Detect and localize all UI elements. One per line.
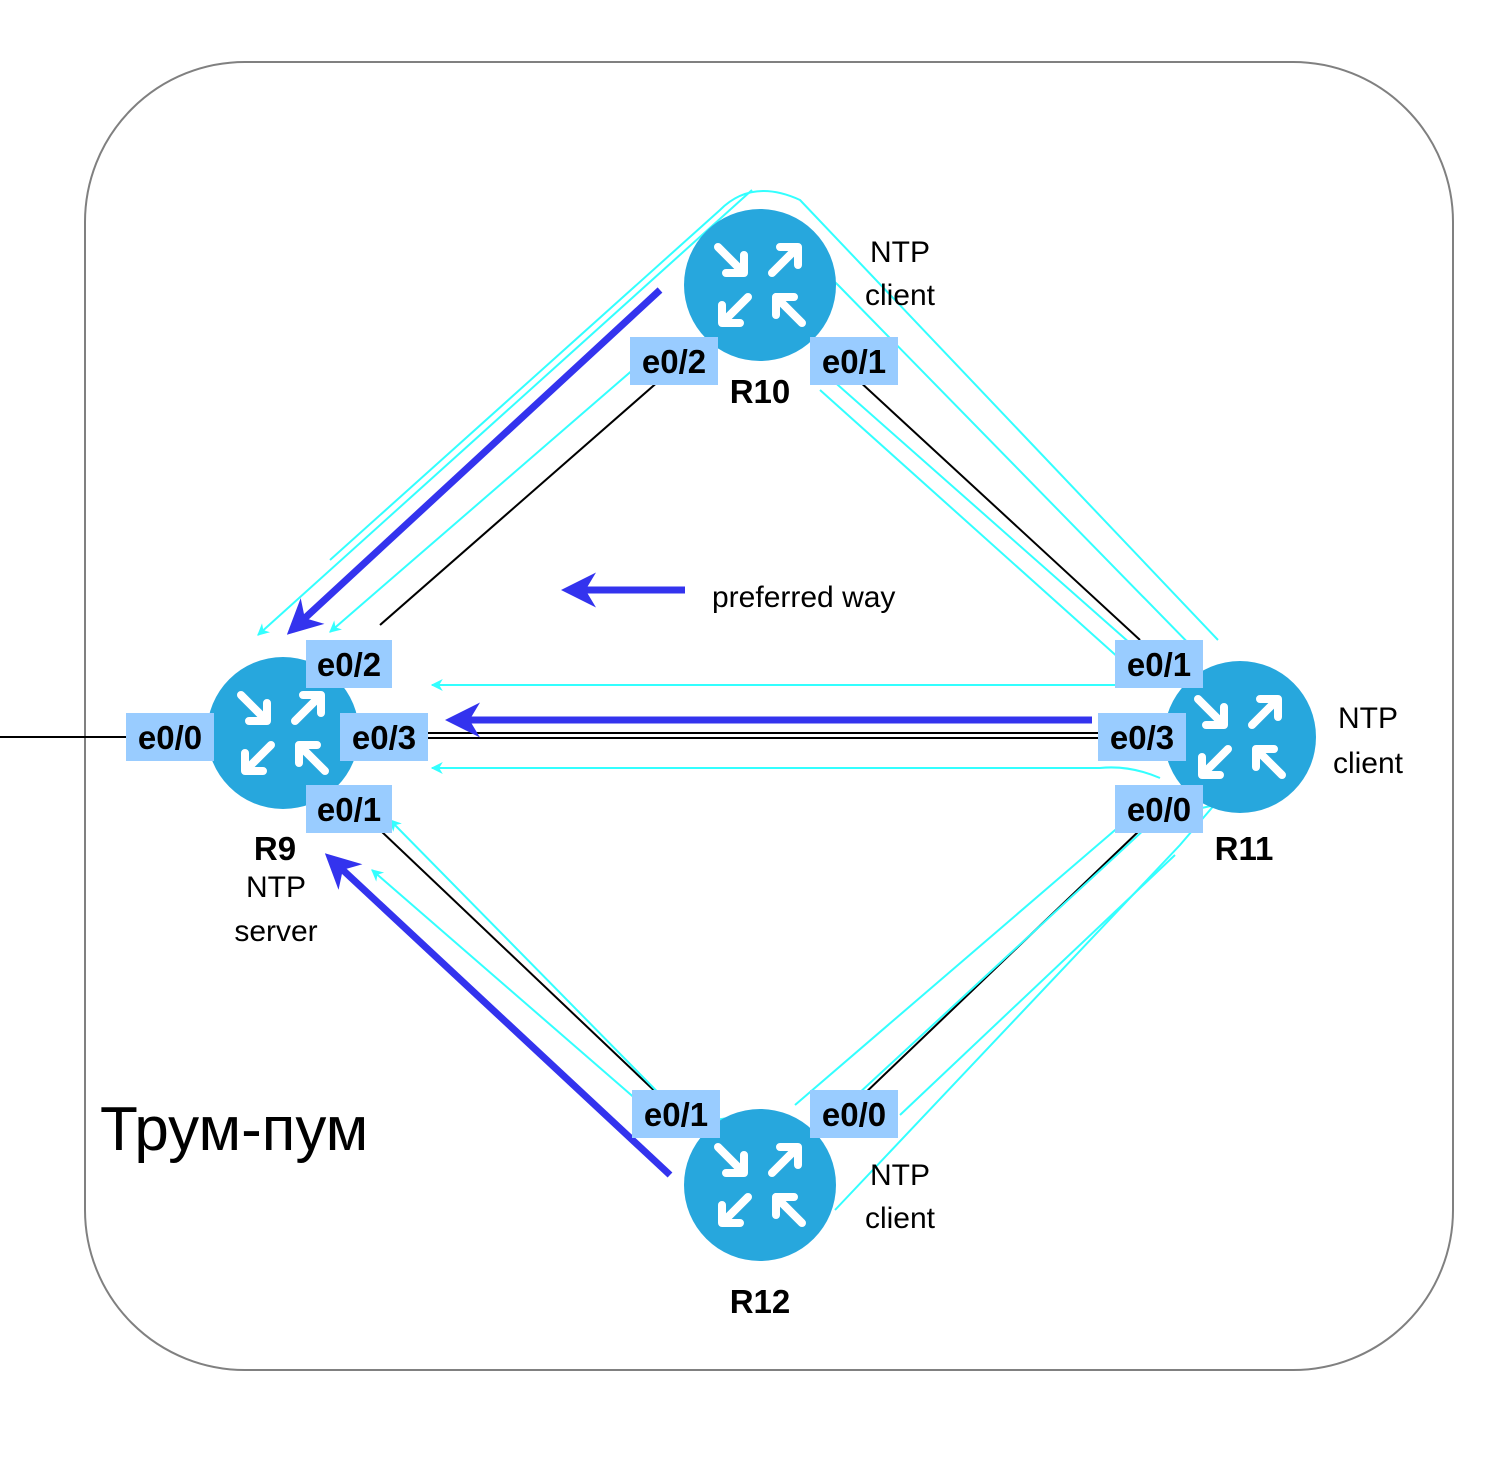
router-name-r12: R12	[730, 1283, 791, 1320]
flow-r11-r9-bottom	[430, 762, 1161, 779]
flow-r10-r11-a	[819, 389, 1131, 669]
role-r12-line1: NTP	[870, 1159, 930, 1192]
port-r11-e03: e0/3	[1110, 719, 1174, 756]
flow-r11-r12-d	[899, 854, 1176, 1116]
port-labels: e0/0 e0/2 e0/3 e0/1 e0/2 e0/1 e0/1 e0/3 …	[126, 337, 1203, 1138]
link-r9-r10	[379, 379, 661, 626]
port-r9-e03: e0/3	[352, 719, 416, 756]
router-name-r10: R10	[730, 373, 791, 410]
role-r10-line2: client	[865, 279, 936, 312]
area-boundary	[84, 61, 1454, 1371]
physical-links	[379, 379, 1141, 1099]
port-r12-e01: e0/1	[644, 1096, 708, 1133]
role-r10-line1: NTP	[870, 236, 930, 269]
flow-r10-r11-b	[829, 377, 1141, 653]
role-r9-line1: NTP	[246, 871, 306, 904]
router-r9	[207, 657, 359, 809]
role-r11-line1: NTP	[1338, 702, 1398, 735]
flow-r11-r12-a	[794, 799, 1151, 1106]
flow-r11-r12-b	[829, 814, 1161, 1121]
router-name-r9: R9	[254, 830, 296, 867]
legend-label: preferred way	[712, 581, 895, 614]
flow-r12-r9-a	[389, 819, 691, 1126]
router-r10	[684, 209, 836, 361]
link-r10-r11	[857, 379, 1141, 641]
router-name-r11: R11	[1215, 830, 1274, 867]
port-r11-e00: e0/0	[1127, 791, 1191, 828]
flow-r12-r9-b	[371, 869, 661, 1121]
port-r9-e02: e0/2	[317, 646, 381, 683]
router-r12	[684, 1109, 836, 1261]
link-r9-r12	[379, 829, 663, 1099]
flow-r11-r12-c	[834, 739, 1271, 1211]
flow-r10-r9-inner	[329, 354, 651, 633]
port-r12-e00: e0/0	[822, 1096, 886, 1133]
flow-r10-r9-outer	[257, 189, 753, 636]
router-r11	[1164, 661, 1316, 813]
flow-r11-via-r10	[329, 190, 1219, 641]
preferred-r10-r9	[286, 287, 663, 635]
preferred-r12-r9	[324, 853, 673, 1178]
port-r11-e01: e0/1	[1127, 646, 1191, 683]
port-r10-e02: e0/2	[642, 343, 706, 380]
port-r9-e00: e0/0	[138, 719, 202, 756]
role-r9-line2: server	[234, 915, 317, 948]
role-r12-line2: client	[865, 1202, 936, 1235]
port-r10-e01: e0/1	[822, 343, 886, 380]
area-label: Трум-пум	[100, 1095, 368, 1164]
preferred-paths	[286, 287, 1092, 1178]
role-r11-line2: client	[1333, 747, 1404, 780]
port-r9-e01: e0/1	[317, 791, 381, 828]
